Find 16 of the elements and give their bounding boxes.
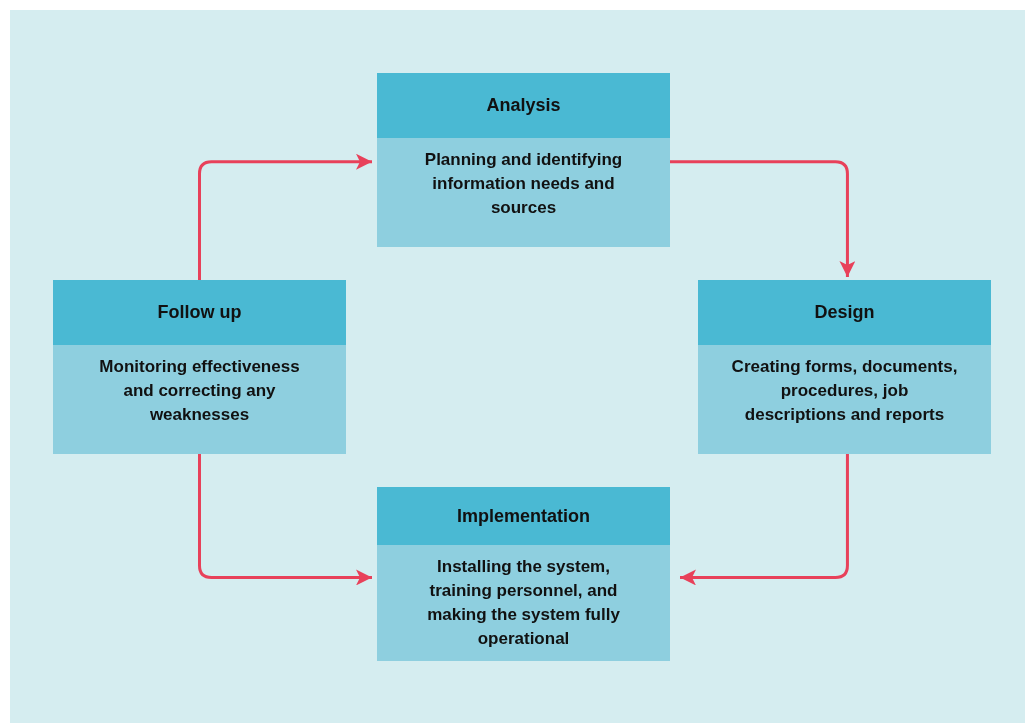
arrow [198,454,372,586]
step-description: Monitoring effectiveness and correcting any weaknesses [98,356,301,426]
process-box [377,73,670,247]
step-title: Design [698,280,991,345]
step-title: Implementation [377,487,670,545]
step-description: Planning and identifying information needs and sources [423,149,624,219]
step-title: Follow up [53,280,346,345]
process-box [698,280,991,454]
process-box [53,280,346,454]
arrow [198,153,372,280]
process-box [377,487,670,661]
arrow [670,160,856,277]
step-title: Analysis [377,73,670,138]
step-description: Installing the system, training personnel, and making the system fully operational [426,556,621,650]
arrow [680,454,849,586]
step-description: Creating forms, documents, procedures, job descriptions and reports [730,356,959,426]
